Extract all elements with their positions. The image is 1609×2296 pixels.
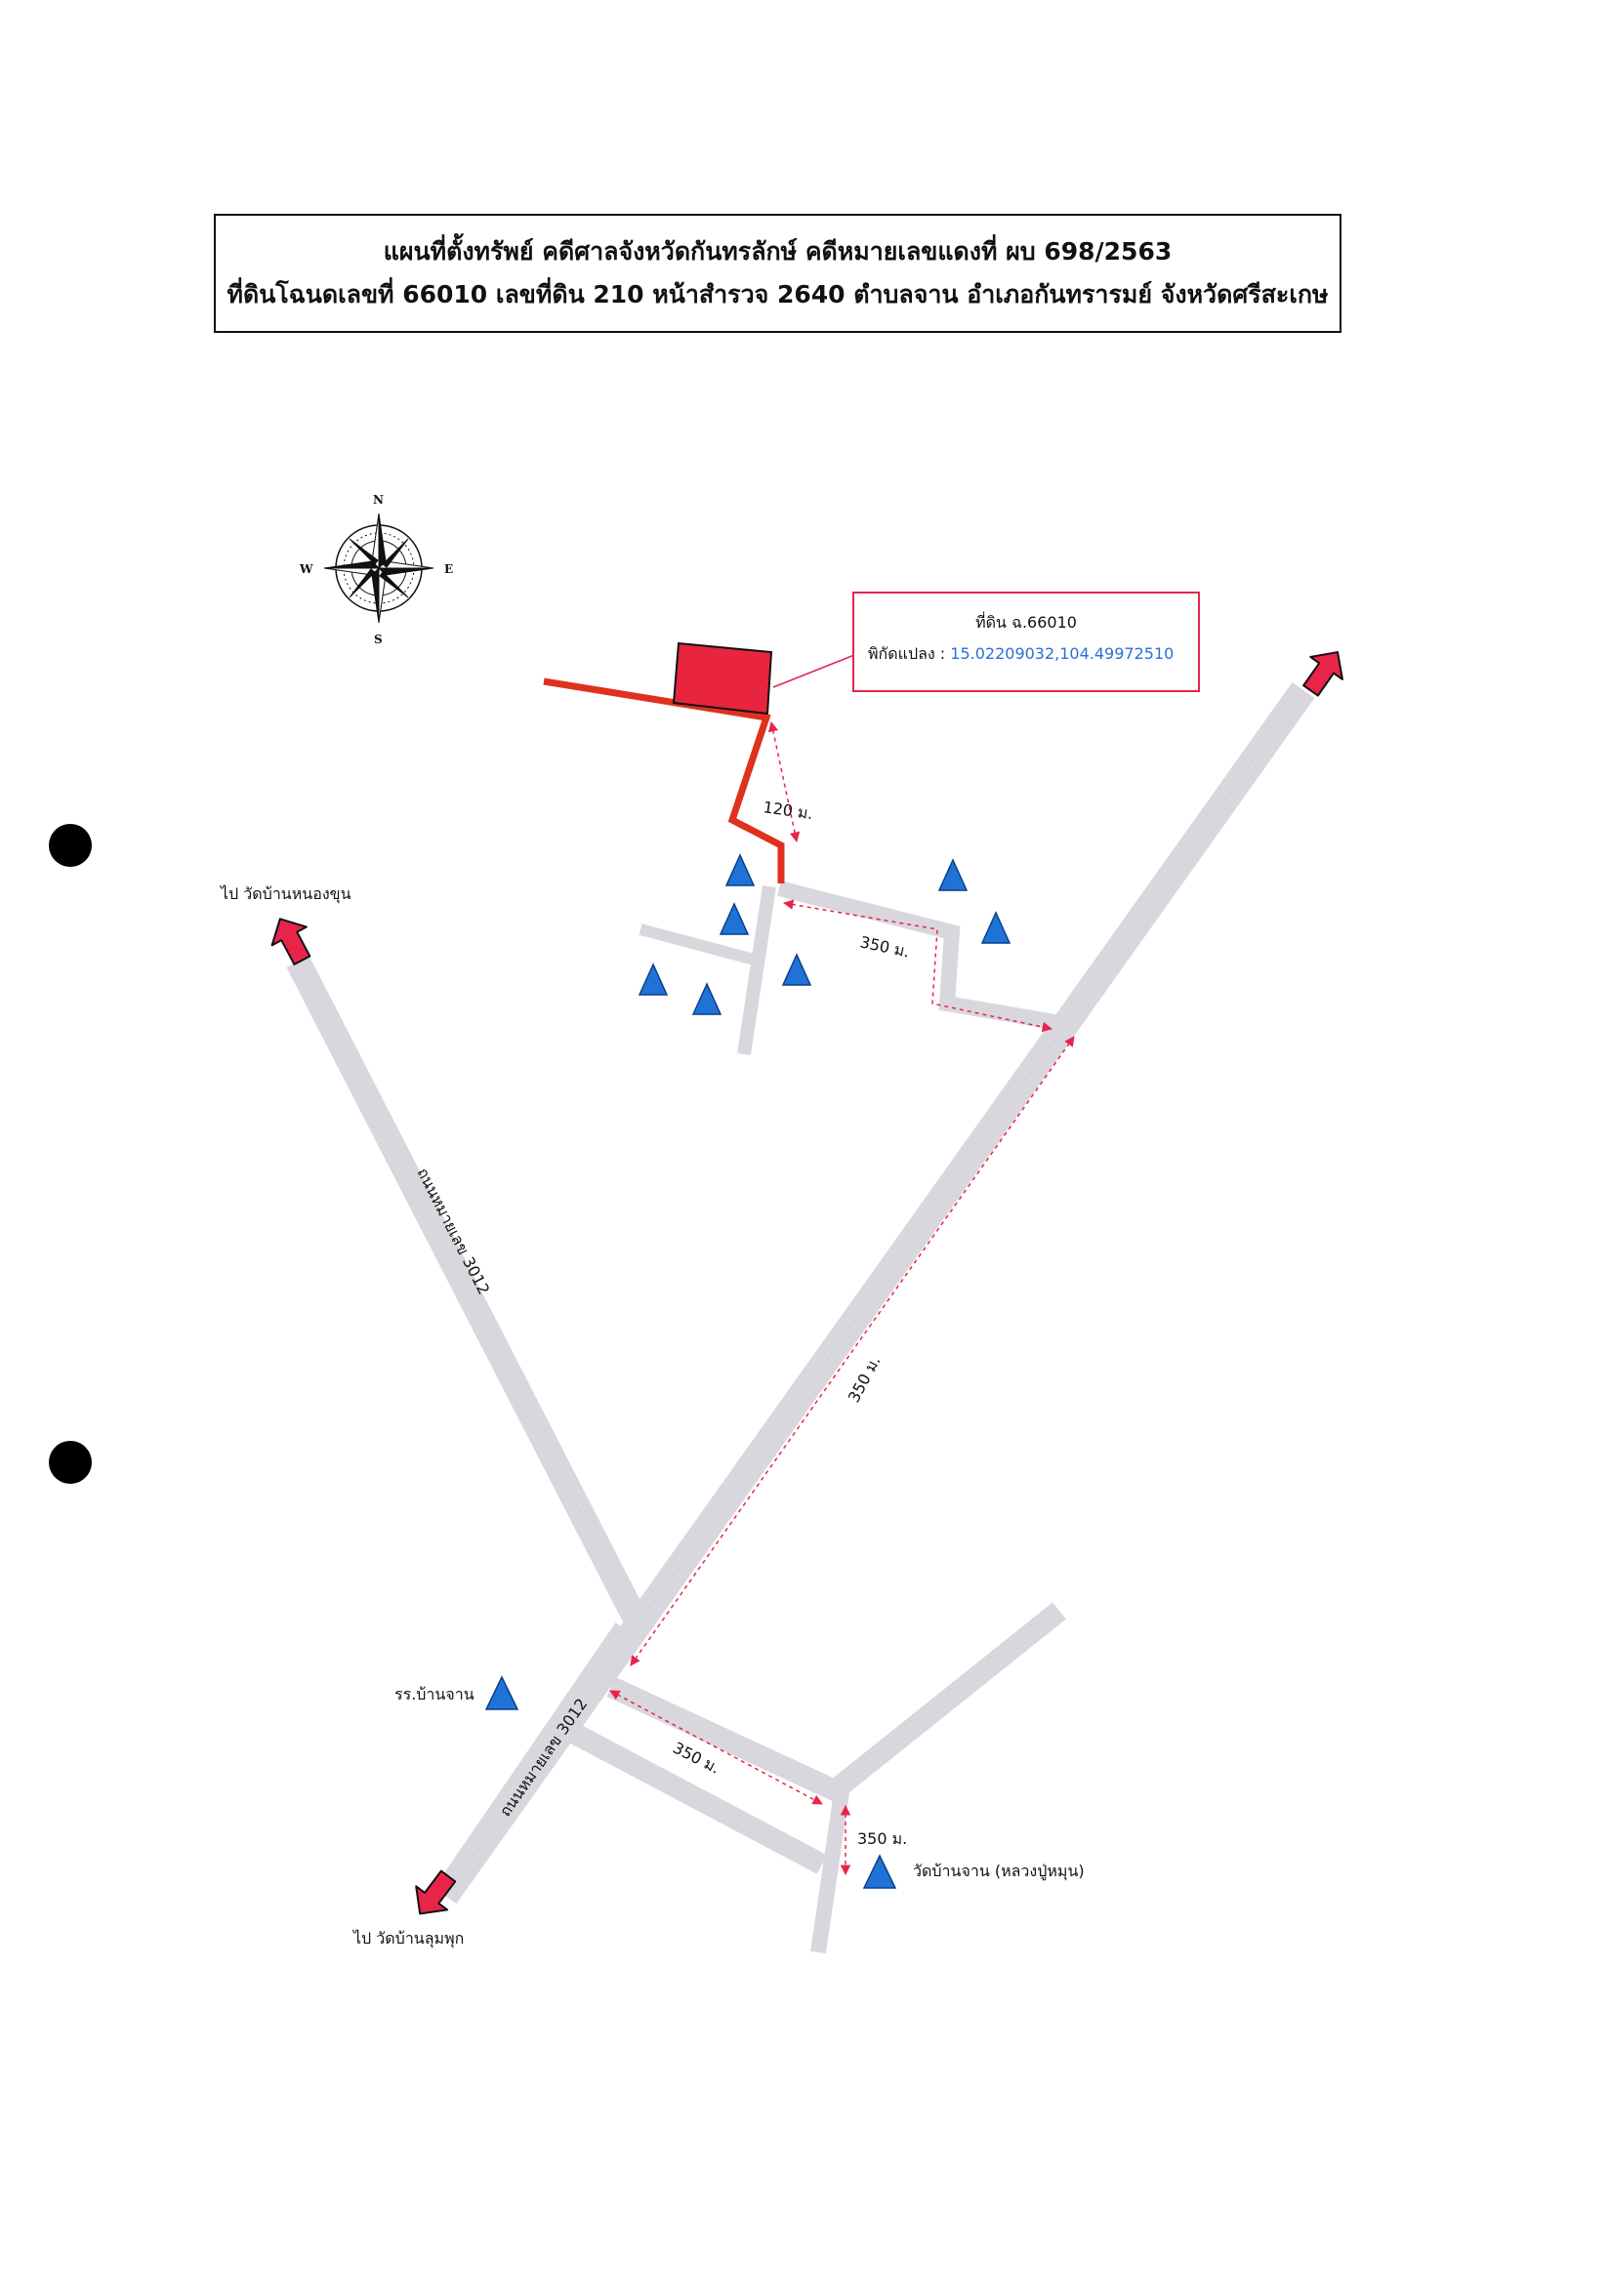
landmark-triangle [980, 911, 1011, 944]
arrow-north-east [1302, 651, 1343, 697]
arrow-south-west [415, 1869, 457, 1915]
map-title-line-1: แผนที่ตั้งทรัพย์ คดีศาลจังหวัดกันทรลักษ์… [383, 237, 1173, 266]
landmark-temple-triangle [862, 1854, 897, 1889]
compass-east-label: E [444, 562, 454, 576]
landmark-triangle [781, 953, 812, 986]
plot-coordinates-label: พิกัดแปลง : [868, 644, 946, 663]
road-village-east [777, 881, 1068, 1032]
road-south-east-block [606, 1602, 1066, 1803]
dist-350-diag-label: 350 ม. [845, 1353, 885, 1406]
landmark-triangle [937, 858, 969, 891]
compass-south-label: S [374, 633, 383, 646]
compass-west-label: W [300, 562, 313, 576]
label-to-nong-khun: ไป วัดบ้านหนองขุน [221, 884, 351, 903]
road-village-south [737, 884, 776, 1056]
dist-350-bottom-line [609, 1690, 823, 1805]
compass-north-label: N [373, 493, 384, 507]
map-title-box: แผนที่ตั้งทรัพย์ คดีศาลจังหวัดกันทรลักษ์… [214, 214, 1341, 333]
dist-350-top-line [782, 899, 1053, 1033]
callout-leader [772, 654, 855, 688]
dist-120-label: 120 ม. [762, 798, 813, 823]
road-south-spur [810, 1790, 849, 1954]
landmark-triangle [691, 982, 722, 1015]
plot-callout-title: ที่ดิน ฉ.66010 [975, 613, 1077, 632]
land-plot [672, 641, 773, 716]
road-texture [297, 689, 1304, 1897]
map-title-line-2: ที่ดินโฉนดเลขที่ 66010 เลขที่ดิน 210 หน้… [227, 280, 1329, 308]
landmark-school-triangle [484, 1675, 519, 1710]
label-school: รร.บ้านจาน [394, 1685, 474, 1703]
arrow-north-west [270, 918, 311, 965]
landmarks [484, 853, 1011, 1889]
landmark-triangle [638, 963, 669, 996]
road-3012-lower-label: ถนนหมายเลข 3012 [496, 1695, 592, 1820]
landmark-triangle [724, 853, 756, 886]
dist-120-line [767, 720, 801, 843]
road-network [286, 681, 1315, 1954]
compass-rose-icon [323, 512, 434, 624]
plot-coordinates: พิกัดแปลง : 15.02209032,104.49972510 [868, 642, 1174, 667]
distance-indicators [609, 720, 1075, 1876]
direction-arrows [270, 651, 1343, 1915]
dist-350-diag-line [630, 1036, 1075, 1666]
road-village-west [639, 923, 763, 967]
label-temple: วัดบ้านจาน (หลวงปู่หมุน) [913, 1862, 1085, 1880]
dist-350-top-label: 350 ม. [858, 932, 911, 961]
plot-coordinates-value: 15.02209032,104.49972510 [950, 644, 1175, 663]
dist-350-temple-label: 350 ม. [857, 1829, 908, 1848]
landmark-triangle [719, 902, 750, 935]
plot-callout: ที่ดิน ฉ.66010 พิกัดแปลง : 15.02209032,1… [852, 592, 1200, 692]
road-3012-south [433, 1622, 639, 1904]
label-to-lum-phuk: ไป วัดบ้านลุมพุก [353, 1929, 465, 1948]
